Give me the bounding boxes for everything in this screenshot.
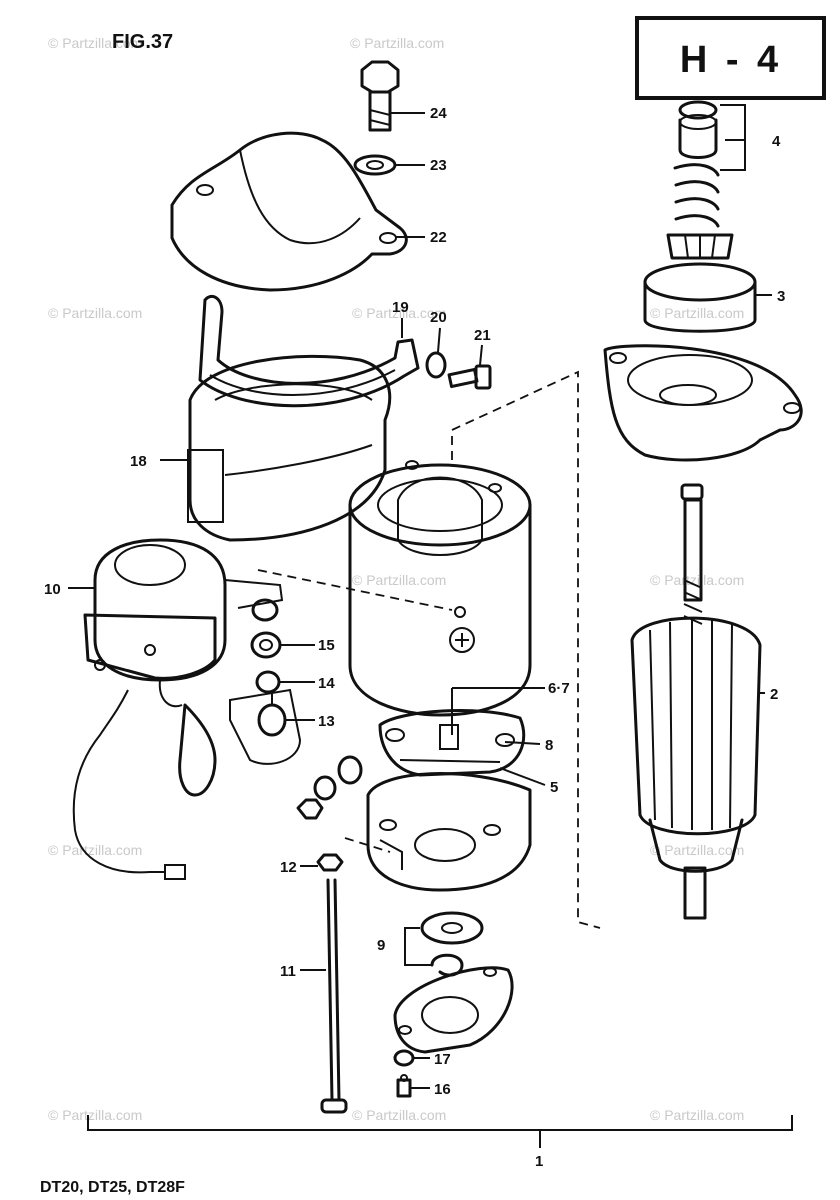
figure-label: FIG.37 (112, 31, 173, 53)
end-frame (366, 772, 532, 892)
callout-17: 17 (434, 1051, 451, 1068)
page-code: H - 4 (680, 39, 782, 81)
part-13 (257, 690, 287, 737)
callout-2: 2 (770, 686, 778, 703)
callout-13: 13 (318, 713, 335, 730)
callout-18: 18 (130, 453, 147, 470)
callout-19: 19 (392, 299, 409, 316)
watermark: © Partzilla.com (48, 35, 142, 51)
nut-left (296, 798, 324, 820)
through-bolt-11 (320, 878, 348, 1114)
washer-23 (353, 154, 397, 176)
callout-15: 15 (318, 637, 335, 654)
callout-1: 1 (535, 1153, 543, 1170)
bolt-21 (447, 364, 492, 390)
model-list: DT20, DT25, DT28F (40, 1179, 185, 1196)
callout-3: 3 (777, 288, 785, 305)
callout-14: 14 (318, 675, 335, 692)
callout-24: 24 (430, 105, 447, 122)
armature-2 (630, 483, 762, 920)
leader-lines (68, 104, 793, 1148)
screw-16 (396, 1074, 412, 1098)
solenoid-10 (83, 538, 302, 797)
watermark: © Partzilla.com (650, 572, 744, 588)
washer-near-15 (251, 598, 279, 622)
pinion-gear-3 (643, 233, 757, 333)
alignment-lines (257, 370, 601, 929)
frame-sleeve-18 (187, 354, 392, 542)
watermark: © Partzilla.com (650, 842, 744, 858)
callout-6-7: 6·7 (548, 680, 570, 697)
page-code-box (635, 16, 826, 100)
callout-20: 20 (430, 309, 447, 326)
callout-4: 4 (772, 133, 781, 150)
callout-22: 22 (430, 229, 447, 246)
callout-12: 12 (280, 859, 297, 876)
washer-9a (420, 911, 484, 945)
washer-17 (393, 1049, 415, 1067)
callout-16: 16 (434, 1081, 451, 1098)
drive-end-housing (603, 344, 803, 462)
bolt-24 (360, 60, 400, 132)
callout-21: 21 (474, 327, 491, 344)
watermark: © Partzilla.com (48, 305, 142, 321)
brush-holder-5 (378, 709, 526, 777)
watermark: © Partzilla.com (352, 305, 446, 321)
watermark: © Partzilla.com (350, 35, 444, 51)
callout-23: 23 (430, 157, 447, 174)
watermark: © Partzilla.com (650, 305, 744, 321)
lead-wire (72, 689, 186, 880)
callout-5: 5 (550, 779, 558, 796)
callout-11: 11 (280, 963, 296, 980)
watermark: © Partzilla.com (48, 842, 142, 858)
watermark: © Partzilla.com (48, 1107, 142, 1123)
callout-9: 9 (377, 937, 385, 954)
watermark: © Partzilla.com (650, 1107, 744, 1123)
watermark: © Partzilla.com (352, 572, 446, 588)
washer-left-b (313, 775, 337, 801)
nut-14 (255, 670, 281, 694)
yoke-field-frame (348, 460, 532, 717)
washer-15 (250, 631, 282, 659)
watermark-layer: © Partzilla.com © Partzilla.com © Partzi… (48, 35, 744, 1123)
washer-20 (425, 351, 447, 379)
callout-8: 8 (545, 737, 553, 754)
nut-12 (316, 853, 344, 872)
watermark: © Partzilla.com (352, 1107, 446, 1123)
end-cap (393, 966, 514, 1054)
callout-10: 10 (44, 581, 61, 598)
washer-left-a (337, 755, 363, 785)
callouts: 24 23 22 19 20 21 18 10 4 3 2 6·7 8 5 15… (44, 105, 785, 1170)
stop-collar-4 (673, 100, 720, 228)
